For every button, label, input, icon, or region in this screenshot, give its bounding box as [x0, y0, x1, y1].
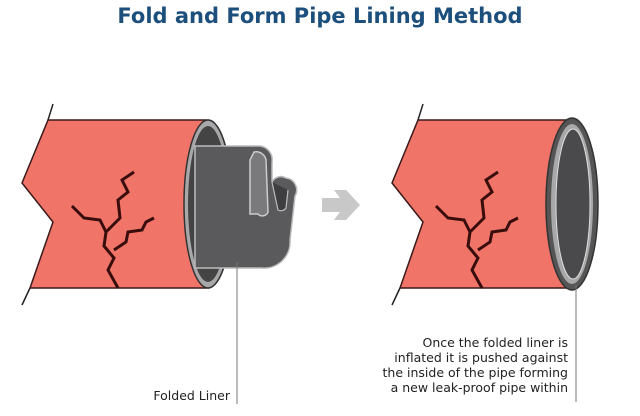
inflated-liner-caption: Once the folded liner is inflated it is …	[328, 335, 568, 395]
crack	[70, 170, 155, 289]
liner-fold-inner	[271, 181, 289, 212]
caption-line: Once the folded liner is	[422, 335, 569, 350]
arrow-right-icon	[322, 190, 360, 220]
caption-line: inflated it is pushed against	[394, 350, 568, 365]
caption-line: a new leak-proof pipe within	[390, 380, 568, 395]
liner-fold	[249, 151, 269, 217]
crack	[434, 170, 519, 289]
pipe-with-inflated-liner	[391, 103, 599, 306]
caption-line: the inside of the pipe forming	[382, 365, 568, 380]
pipe-with-folded-liner	[21, 103, 298, 306]
inflated-liner	[555, 128, 591, 280]
diagram-title: Fold and Form Pipe Lining Method	[117, 4, 523, 28]
folded-liner	[194, 145, 298, 269]
folded-liner-label: Folded Liner	[153, 388, 230, 403]
